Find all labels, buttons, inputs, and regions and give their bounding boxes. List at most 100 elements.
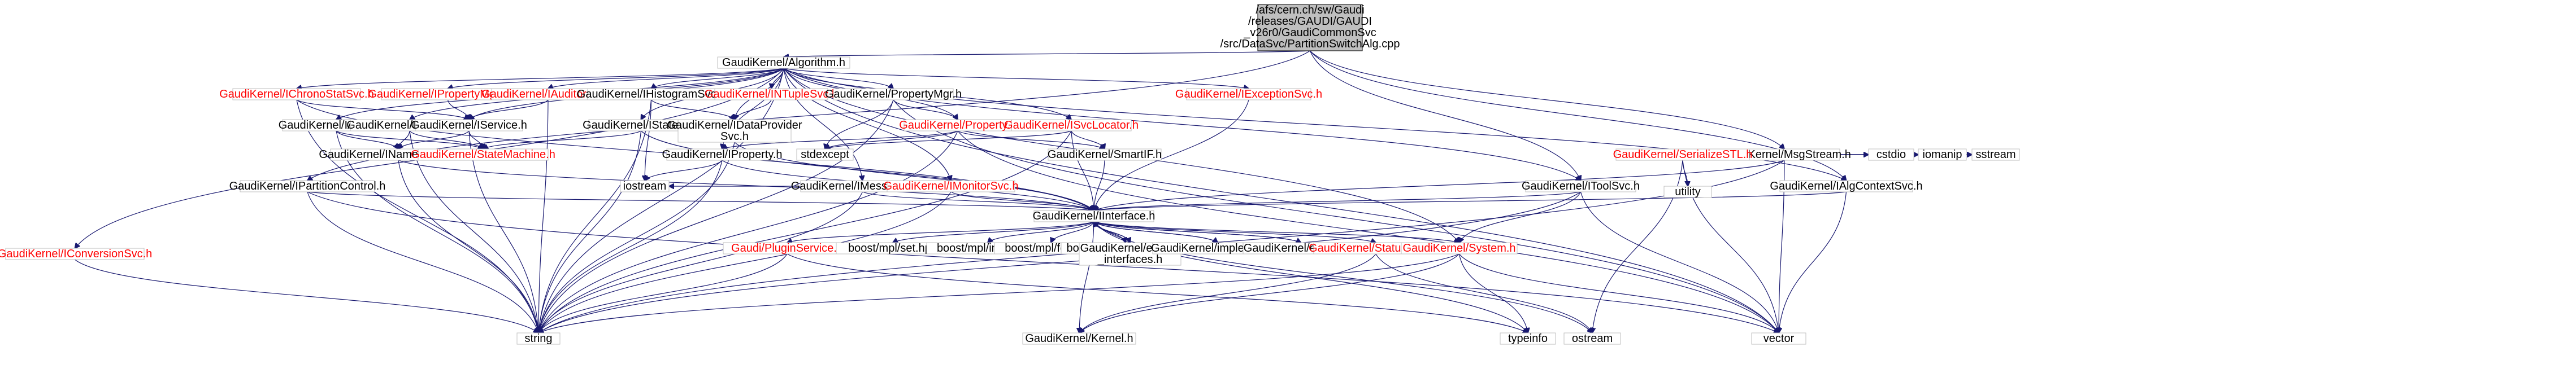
node-label-mpl_set-0: boost/mpl/set.hpp <box>848 242 937 254</box>
node-label-msgstream-0: GaudiKernel/MsgStream.h <box>1718 148 1851 161</box>
edge-ipartitioncontrol-to-string <box>307 191 538 333</box>
edge-inamedinterface-to-string <box>398 160 538 333</box>
node-label-algorithm-0: GaudiKernel/Algorithm.h <box>722 56 845 69</box>
node-label-kernel-0: GaudiKernel/Kernel.h <box>1025 332 1133 345</box>
edge-system-to-string <box>538 253 1459 333</box>
edge-system-to-vector <box>1459 253 1779 333</box>
edge-imessagesvc-to-string <box>538 191 863 333</box>
node-itoolsvc[interactable]: GaudiKernel/IToolSvc.h <box>1522 180 1640 192</box>
edge-system-to-kernel <box>1079 253 1459 333</box>
edge-algorithm-to-iexceptionsvc <box>783 68 1249 89</box>
edge-itoolsvc-to-string <box>538 191 1581 333</box>
node-label-smartif-0: GaudiKernel/SmartIF.h <box>1048 148 1162 161</box>
node-property[interactable]: GaudiKernel/Property.h <box>899 119 1017 131</box>
edge-system-to-typeinfo <box>1458 253 1528 333</box>
node-serializestl[interactable]: GaudiKernel/SerializeSTL.h <box>1613 148 1753 161</box>
node-utility[interactable]: utility <box>1663 186 1712 198</box>
node-ipropmgrsvc[interactable]: GaudiKernel/IPropertyMgrSvc.h <box>368 88 527 100</box>
edge-intuplesvc-to-idataprovidersvc <box>735 99 772 120</box>
edge-ialgcontextsvc-to-iinterface <box>1094 191 1847 210</box>
edge-iinterface-to-ipluginservice <box>787 221 1094 243</box>
node-stdexcept[interactable]: stdexcept <box>796 148 854 161</box>
node-iomanip[interactable]: iomanip <box>1918 148 1967 161</box>
node-box-iservice <box>415 119 523 131</box>
node-box-statemachine <box>418 148 549 161</box>
edge-iauditorsvc-to-iservice <box>469 99 549 120</box>
node-iinterface[interactable]: GaudiKernel/IInterface.h <box>1033 210 1155 222</box>
edge-ialgtool-to-string <box>336 130 538 333</box>
edge-iauditorsvc-to-string <box>538 99 549 333</box>
edge-ialgtool-to-inamedinterface <box>336 130 398 149</box>
node-label-statemachine-0: GaudiKernel/StateMachine.h <box>411 148 555 161</box>
edge-root-to-msgstream <box>1310 50 1785 149</box>
node-box-ichronostatsvc <box>232 88 361 100</box>
node-label-root-2: _v26r0/GaudiCommonSvc <box>1243 27 1376 39</box>
node-vector[interactable]: vector <box>1751 332 1806 345</box>
node-label-ostream-0: ostream <box>1572 332 1613 345</box>
node-box-algorithm <box>717 56 850 69</box>
edge-iproperty-to-string <box>538 160 723 333</box>
edge-isvclocator-to-smartif <box>1071 130 1105 149</box>
node-smartif[interactable]: GaudiKernel/SmartIF.h <box>1048 148 1162 161</box>
node-ichronostatsvc[interactable]: GaudiKernel/IChronoStatSvc.h <box>219 88 374 100</box>
node-imonitorsvc[interactable]: GaudiKernel/IMonitorSvc.h <box>883 180 1018 192</box>
node-ipluginservice[interactable]: Gaudi/PluginService.h <box>723 242 852 254</box>
node-iexceptionsvc[interactable]: GaudiKernel/IExceptionSvc.h <box>1175 88 1322 100</box>
node-root: /afs/cern.ch/sw/Gaudi/releases/GAUDI/GAU… <box>1220 4 1400 51</box>
node-iconversionsvc[interactable]: GaudiKernel/IConversionSvc.h <box>0 248 152 260</box>
edge-idataprovidersvc-to-string <box>538 142 735 333</box>
node-label-root-0: /afs/cern.ch/sw/Gaudi <box>1256 4 1364 16</box>
node-box-ialgcontextsvc <box>1779 180 1913 192</box>
node-box-ostream <box>1563 332 1621 345</box>
node-label-system-0: GaudiKernel/System.h <box>1402 242 1515 254</box>
node-ipartitioncontrol[interactable]: GaudiKernel/IPartitionControl.h <box>229 180 386 192</box>
node-mpl_set[interactable]: boost/mpl/set.hpp <box>836 242 950 254</box>
node-label-ipropmgrsvc-0: GaudiKernel/IPropertyMgrSvc.h <box>368 88 527 100</box>
node-iservice[interactable]: GaudiKernel/IService.h <box>411 119 527 131</box>
edge-ihistogramsvc-to-iostream <box>645 99 652 181</box>
node-system[interactable]: GaudiKernel/System.h <box>1401 242 1518 254</box>
node-label-sstream-0: sstream <box>1975 148 2015 161</box>
edge-iservice-to-string <box>468 130 538 333</box>
node-iauditorsvc[interactable]: GaudiKernel/IAuditorSvc.h <box>481 88 615 100</box>
node-box-typeinfo <box>1500 332 1556 345</box>
node-label-typeinfo-0: typeinfo <box>1508 332 1548 345</box>
edge-smartif-to-iinterface <box>1094 160 1105 210</box>
edge-propertymgr-to-vector <box>893 99 1779 333</box>
node-isvclocator[interactable]: GaudiKernel/ISvcLocator.h <box>1004 119 1139 131</box>
node-cstdio[interactable]: cstdio <box>1868 148 1914 161</box>
node-label-ipartitioncontrol-0: GaudiKernel/IPartitionControl.h <box>229 180 386 192</box>
node-sstream[interactable]: sstream <box>1971 148 2020 161</box>
node-algorithm[interactable]: GaudiKernel/Algorithm.h <box>717 56 850 69</box>
node-intuplesvc[interactable]: GaudiKernel/INTupleSvc.h <box>705 88 838 100</box>
edge-ialgtool-to-statemachine <box>336 130 483 149</box>
node-statemachine[interactable]: GaudiKernel/StateMachine.h <box>411 148 555 161</box>
node-typeinfo[interactable]: typeinfo <box>1500 332 1556 345</box>
node-box-intuplesvc <box>714 88 828 100</box>
node-box-system <box>1401 242 1518 254</box>
node-label-isvclocator-0: GaudiKernel/ISvcLocator.h <box>1004 119 1139 131</box>
node-label-propertymgr-0: GaudiKernel/PropertyMgr.h <box>825 88 962 100</box>
node-label-property-0: GaudiKernel/Property.h <box>899 119 1017 131</box>
node-iostream[interactable]: iostream <box>620 180 670 192</box>
node-ostream[interactable]: ostream <box>1563 332 1621 345</box>
edge-iinterface-to-typeinfo <box>1093 221 1528 333</box>
node-iproperty[interactable]: GaudiKernel/IProperty.h <box>662 148 782 161</box>
node-string[interactable]: string <box>516 332 561 345</box>
node-propertymgr[interactable]: GaudiKernel/PropertyMgr.h <box>825 88 962 100</box>
node-ialgcontextsvc[interactable]: GaudiKernel/IAlgContextSvc.h <box>1770 180 1922 192</box>
edge-extends-to-iinterface <box>1094 222 1301 243</box>
node-box-itoolsvc <box>1525 180 1636 192</box>
edge-istatefull-to-string <box>538 130 642 333</box>
edge-iinterface-to-statuscode <box>1093 221 1376 243</box>
node-ihistogramsvc[interactable]: GaudiKernel/IHistogramSvc.h <box>577 88 726 100</box>
node-istatefull[interactable]: GaudiKernel/IStateful.h <box>583 119 700 131</box>
node-label-iservice-0: GaudiKernel/IService.h <box>411 119 527 131</box>
node-label-utility-0: utility <box>1675 186 1701 198</box>
node-box-cstdio <box>1868 148 1914 161</box>
node-kernel[interactable]: GaudiKernel/Kernel.h <box>1022 332 1136 345</box>
edge-ihistogramsvc-to-string <box>538 99 652 333</box>
edge-idataprovidersvc-to-iinterface <box>734 142 1094 210</box>
